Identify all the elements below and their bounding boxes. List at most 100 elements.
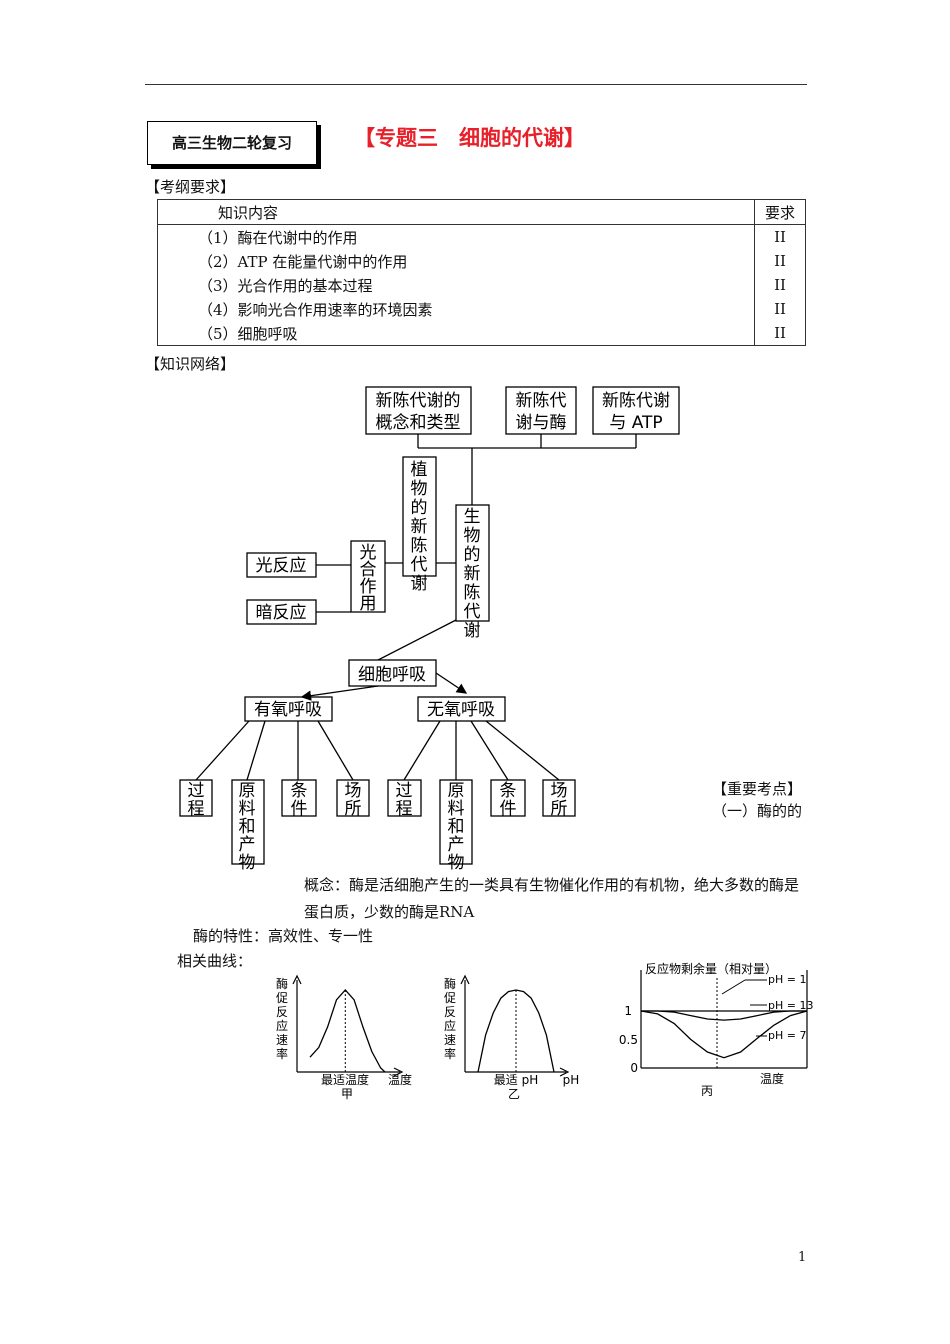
table-row: （4）影响光合作用速率的环境因素 II <box>157 297 806 321</box>
rate-curve <box>309 989 386 1073</box>
svg-text:反: 反 <box>444 1005 456 1019</box>
box-anaerobic-process <box>387 779 422 817</box>
box-anaerobic-materials <box>439 779 473 865</box>
table-header-row: 知识内容 要求 <box>157 199 806 225</box>
row-content: （3）光合作用的基本过程 <box>157 273 755 297</box>
svg-text:合: 合 <box>360 560 377 580</box>
aerobic-conditions-label: 条件 <box>291 781 308 819</box>
series-line-2 <box>640 1010 808 1059</box>
svg-text:光: 光 <box>360 543 377 563</box>
svg-text:新: 新 <box>464 564 481 584</box>
y-tick-0.5: 0.5 <box>619 1033 638 1047</box>
svg-text:率: 率 <box>444 1046 456 1061</box>
svg-text:和: 和 <box>448 817 465 837</box>
dark-reaction-label: 暗反应 <box>256 603 307 623</box>
svg-text:物: 物 <box>448 853 465 873</box>
svg-text:件: 件 <box>291 799 308 819</box>
legend-ph1: pH = 1 <box>768 973 806 986</box>
top-box-1-line1: 新陈代谢的 <box>376 391 461 411</box>
box-aerobic-materials <box>231 779 265 865</box>
chart-caption: 丙 <box>701 1084 713 1098</box>
syllabus-heading: 【考纲要求】 <box>145 178 236 196</box>
network-heading: 【知识网络】 <box>145 355 236 373</box>
svg-text:原: 原 <box>239 781 256 801</box>
box-aerobic-process <box>179 779 213 817</box>
svg-text:所: 所 <box>551 799 568 819</box>
svg-text:件: 件 <box>500 799 517 819</box>
anaerobic-process-label: 过程 <box>396 781 413 819</box>
svg-text:作: 作 <box>360 577 377 597</box>
chart-caption: 乙 <box>508 1087 520 1101</box>
row-level: II <box>754 249 806 273</box>
svg-text:物: 物 <box>239 853 256 873</box>
y-tick-0: 0 <box>630 1061 638 1075</box>
table-row: （2）ATP 在能量代谢中的作用 II <box>157 249 806 273</box>
svg-text:程: 程 <box>396 799 413 819</box>
svg-text:原: 原 <box>448 781 465 801</box>
x-axis-label: 温度 <box>760 1071 784 1086</box>
box-anaerobic-conditions <box>490 779 526 817</box>
box-anaerobic-location <box>542 779 576 817</box>
svg-text:和: 和 <box>239 817 256 837</box>
box-plant-metabolism <box>402 456 437 577</box>
svg-text:应: 应 <box>444 1018 456 1033</box>
legend-ph13: pH = 13 <box>768 999 813 1012</box>
box-aerobic-conditions <box>281 779 317 817</box>
row-content: （2）ATP 在能量代谢中的作用 <box>157 249 755 273</box>
svg-text:过: 过 <box>396 781 413 801</box>
x-axis-label: pH <box>563 1073 580 1087</box>
svg-text:所: 所 <box>345 799 362 819</box>
aerobic-process-label: 过程 <box>188 781 205 819</box>
anaerobic-conditions-label: 条件 <box>500 781 517 819</box>
curves-label: 相关曲线： <box>177 952 253 970</box>
svg-text:新: 新 <box>411 517 428 537</box>
svg-text:代: 代 <box>411 555 428 575</box>
row-level: II <box>754 321 806 346</box>
chart-caption: 甲 <box>341 1087 353 1101</box>
table-row: （3）光合作用的基本过程 II <box>157 273 806 297</box>
svg-text:产: 产 <box>448 835 465 855</box>
chart-title: 反应物剩余量（相对量） <box>645 961 777 976</box>
respiration-label: 细胞呼吸 <box>358 665 426 685</box>
svg-text:应: 应 <box>276 1018 288 1033</box>
chart-remaining-substrate: 反应物剩余量（相对量） 1 0.5 0 pH = 1 pH = 13 pH = … <box>619 961 814 1098</box>
svg-text:条: 条 <box>500 781 517 801</box>
y-tick-1: 1 <box>624 1004 632 1018</box>
svg-text:物: 物 <box>411 479 428 499</box>
column-header-level: 要求 <box>754 199 806 225</box>
table-row: （1）酶在代谢中的作用 II <box>157 224 806 249</box>
row-content: （1）酶在代谢中的作用 <box>157 224 755 249</box>
top-box-1-line2: 概念和类型 <box>376 412 461 433</box>
aerobic-label: 有氧呼吸 <box>254 700 322 720</box>
header-rule <box>145 84 807 85</box>
svg-text:酶: 酶 <box>276 976 288 991</box>
svg-text:用: 用 <box>360 594 377 614</box>
svg-text:场: 场 <box>551 781 568 801</box>
key-points-heading: 【重要考点】 <box>712 780 803 798</box>
row-content: （4）影响光合作用速率的环境因素 <box>157 297 755 321</box>
svg-text:代: 代 <box>464 602 481 622</box>
rate-curve <box>477 989 555 1073</box>
key-points-subheading: （一）酶的的 <box>712 802 803 820</box>
x-marker-label: 最适 pH <box>494 1073 538 1087</box>
top-box-2-line1: 新陈代 <box>516 391 567 411</box>
topic-title: 【专题三 细胞的代谢】 <box>354 126 585 150</box>
svg-text:场: 场 <box>345 781 362 801</box>
top-box-2-line2: 谢与酶 <box>516 413 567 433</box>
svg-text:料: 料 <box>239 799 256 819</box>
svg-text:生: 生 <box>464 507 481 527</box>
svg-text:的: 的 <box>464 545 481 565</box>
svg-text:陈: 陈 <box>464 583 481 603</box>
svg-text:谢: 谢 <box>411 574 428 594</box>
box-aerobic-location <box>336 779 370 817</box>
light-reaction-label: 光反应 <box>256 556 307 576</box>
svg-text:的: 的 <box>411 498 428 518</box>
row-content: （5）细胞呼吸 <box>157 321 755 346</box>
top-box-3-line1: 新陈代谢 <box>602 391 670 411</box>
